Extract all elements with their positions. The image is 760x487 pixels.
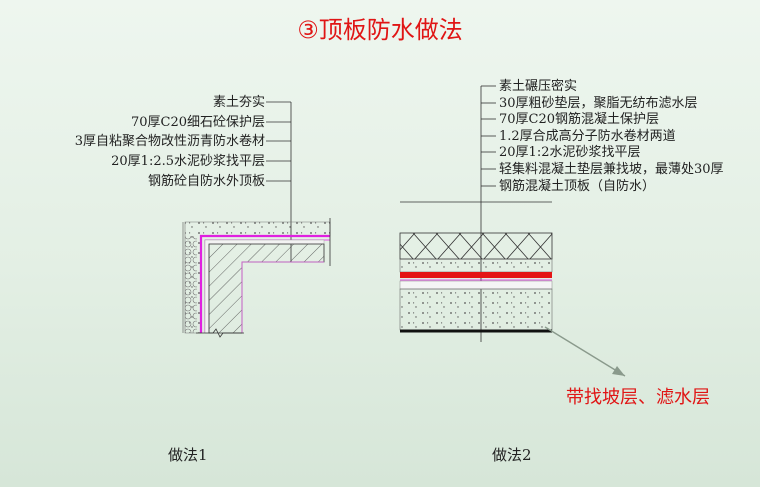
svg-text:1.2厚合成高分子防水卷材两道: 1.2厚合成高分子防水卷材两道 <box>499 128 676 144</box>
svg-text:30厚粗砂垫层，聚脂无纺布滤水层: 30厚粗砂垫层，聚脂无纺布滤水层 <box>499 95 698 111</box>
method2-membrane <box>400 272 552 278</box>
method2-leveling-layer <box>399 280 553 290</box>
method1-label-1: 70厚C20细石砼保护层 <box>131 115 291 130</box>
method2-sand-layer <box>399 232 553 260</box>
method1-caption: 做法1 <box>168 446 208 464</box>
method2-label-2: 70厚C20钢筋混凝土保护层 <box>481 111 659 127</box>
method1-insulation <box>185 236 197 333</box>
method1-roof-slab <box>208 243 325 334</box>
svg-text:70厚C20钢筋混凝土保护层: 70厚C20钢筋混凝土保护层 <box>499 111 659 127</box>
method2-label-5: 轻集料混凝土垫层兼找坡，最薄处30厚 <box>481 161 724 177</box>
method2-caption: 做法2 <box>492 446 532 464</box>
method2-note-arrow <box>544 326 626 377</box>
svg-text:70厚C20细石砼保护层: 70厚C20细石砼保护层 <box>131 115 265 130</box>
method1-label-4: 钢筋砼自防水外顶板 <box>148 173 291 189</box>
method2-label-4: 20厚1:2水泥砂浆找平层 <box>481 145 640 160</box>
method2-label-3: 1.2厚合成高分子防水卷材两道 <box>481 128 676 144</box>
method1-label-3: 20厚1:2.5水泥砂浆找平层 <box>111 154 291 169</box>
method2-slope-layer <box>399 288 553 331</box>
method2-label-6: 钢筋混凝土顶板（自防水） <box>481 178 655 194</box>
method1-membrane <box>199 234 330 333</box>
svg-text:钢筋混凝土顶板（自防水）: 钢筋混凝土顶板（自防水） <box>499 178 655 194</box>
method1-label-2: 3厚自粘聚合物改性沥青防水卷材 <box>75 133 291 149</box>
method2-label-0: 素土碾压密实 <box>481 78 577 94</box>
page-title: ③顶板防水做法 <box>297 16 463 44</box>
svg-text:轻集料混凝土垫层兼找坡，最薄处30厚: 轻集料混凝土垫层兼找坡，最薄处30厚 <box>499 161 724 177</box>
method2-protection-layer <box>399 258 553 273</box>
method2-drawing: 素土碾压密实 30厚粗砂垫层，聚脂无纺布滤水层 70厚C20钢筋混凝土保护层 1… <box>399 78 724 342</box>
svg-text:钢筋砼自防水外顶板: 钢筋砼自防水外顶板 <box>148 173 265 189</box>
method1-label-0: 素土夯实 <box>213 95 291 110</box>
method2-label-1: 30厚粗砂垫层，聚脂无纺布滤水层 <box>481 95 698 111</box>
svg-text:素土碾压密实: 素土碾压密实 <box>499 78 577 94</box>
method1-drawing: 素土夯实 70厚C20细石砼保护层 3厚自粘聚合物改性沥青防水卷材 20厚1:2… <box>75 95 331 338</box>
svg-text:3厚自粘聚合物改性沥青防水卷材: 3厚自粘聚合物改性沥青防水卷材 <box>75 133 265 149</box>
svg-text:素土夯实: 素土夯实 <box>213 95 265 110</box>
svg-text:20厚1:2.5水泥砂浆找平层: 20厚1:2.5水泥砂浆找平层 <box>111 154 265 169</box>
svg-text:20厚1:2水泥砂浆找平层: 20厚1:2水泥砂浆找平层 <box>499 145 640 160</box>
method2-note: 带找坡层、滤水层 <box>566 387 710 408</box>
